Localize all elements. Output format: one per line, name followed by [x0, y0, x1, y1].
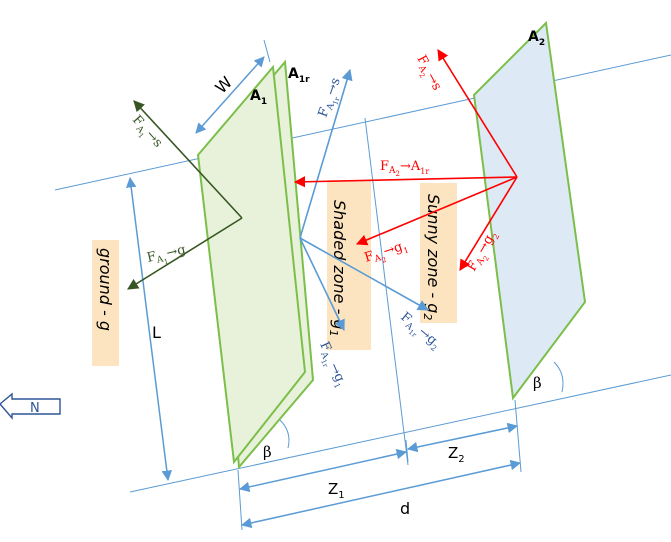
- beta-label-1: β: [263, 443, 272, 461]
- zone-divider-line: [364, 117, 409, 466]
- vf-a2-to-a1r: FA2→A1r: [380, 159, 429, 178]
- arrow-a2-to-g1: [355, 176, 518, 246]
- ground-zone-label: ground - g: [96, 248, 115, 331]
- label-a1: A1: [250, 88, 267, 107]
- arrow-a1-to-g: [127, 217, 243, 290]
- vf-a1-to-s: FA1→s: [126, 113, 165, 154]
- z-extension-left: [237, 469, 243, 531]
- arrow-a2-to-s: [437, 49, 518, 178]
- ground-zone-bg: [92, 240, 119, 366]
- w-extension-top: [263, 39, 271, 63]
- vf-a1-to-g: FA1→g: [146, 242, 188, 269]
- beta-arc-2: [553, 361, 564, 393]
- vf-a2-to-g2: FA2→g2: [464, 228, 503, 276]
- arrow-a2-to-a1r: [293, 176, 518, 188]
- z2-label: Z2: [448, 444, 465, 465]
- arrow-a1r-to-g1: [299, 237, 345, 332]
- d-label: d: [400, 499, 410, 518]
- vf-a2-to-s: FA2→s: [410, 53, 444, 95]
- shaded-zone-label: Shaded zone - g1: [327, 200, 349, 337]
- beta-label-2: β: [533, 374, 542, 392]
- arrow-a1r-to-s: [299, 68, 353, 239]
- arrow-a2-to-g2: [459, 176, 518, 271]
- vf-a2-to-g1: FA2→g1: [363, 238, 411, 270]
- label-a2: A2: [528, 29, 545, 48]
- z-extension-right: [514, 399, 522, 473]
- l-label: L: [152, 323, 161, 342]
- z1-label: Z1: [328, 480, 345, 501]
- sunny-zone-bg: [420, 183, 457, 323]
- guide-line-top: [54, 54, 671, 191]
- l-dimension-line: [125, 176, 173, 482]
- d-dimension-line: [240, 459, 522, 529]
- north-arrow-icon: [0, 392, 61, 420]
- panel-a2: [472, 20, 587, 401]
- w-dimension-line: [195, 56, 265, 134]
- arrow-a1r-to-g2: [299, 237, 429, 311]
- label-a1r: A1r: [288, 66, 310, 85]
- z2-dimension-line: [406, 422, 519, 453]
- arrow-a1-to-s: [133, 100, 243, 219]
- w-label: W: [211, 73, 236, 98]
- vf-a1r-to-s: FA1r→s: [316, 76, 348, 121]
- north-label: N: [30, 401, 40, 416]
- guide-line-bottom: [129, 374, 671, 493]
- beta-arc-1: [279, 419, 290, 449]
- sunny-zone-label: Sunny zone - g2: [421, 194, 443, 320]
- north-compass: N: [0, 392, 61, 420]
